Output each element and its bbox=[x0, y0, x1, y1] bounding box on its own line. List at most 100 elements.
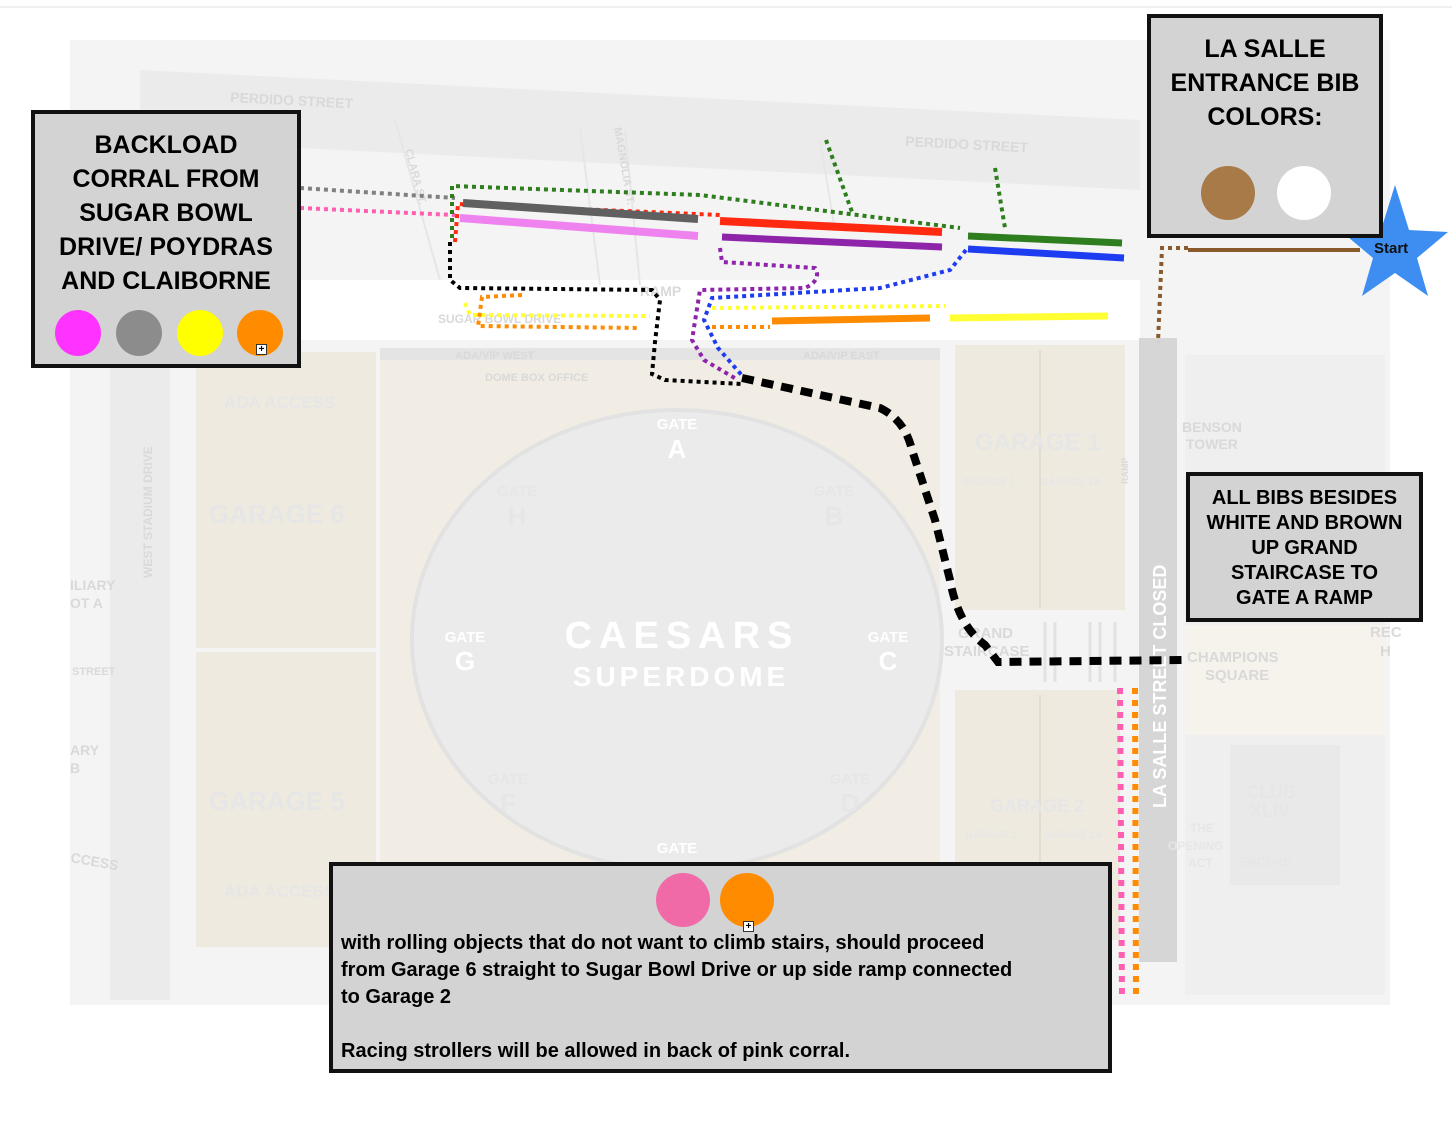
gate-b-word: GATE bbox=[814, 483, 855, 500]
garage-6-block bbox=[196, 352, 376, 648]
lasalle-line-3: COLORS: bbox=[1207, 103, 1323, 131]
route-pink-dotted-lasalle bbox=[1117, 687, 1125, 999]
ramp-label-right: RAMP bbox=[1120, 458, 1130, 485]
rolling-line-5: Racing strollers will be allowed in back… bbox=[341, 1040, 851, 1062]
perdido-street-road bbox=[140, 70, 1140, 190]
ramp-label-top: RAMP bbox=[640, 283, 681, 299]
allbibs-line-3: UP GRAND bbox=[1251, 537, 1358, 559]
route-black-dashed bbox=[741, 374, 1183, 667]
champions-square-label-2: SQUARE bbox=[1205, 667, 1269, 684]
gate-d-letter: D bbox=[841, 788, 860, 818]
superdome-logo-text: SUPERDOME bbox=[573, 661, 789, 692]
expand-icon-rolling[interactable]: + bbox=[743, 921, 754, 932]
gate-bottom-word: GATE bbox=[657, 840, 698, 857]
ada-access-top-label: ADA ACCESS bbox=[224, 393, 335, 412]
gate-h-letter: H bbox=[508, 501, 527, 531]
start-star-icon bbox=[1342, 185, 1448, 296]
corral-yellow-solid bbox=[949, 312, 1109, 322]
rolling-line-3: to Garage 2 bbox=[341, 986, 452, 1008]
club-xliv-label-2: XLIV bbox=[1250, 801, 1290, 821]
benson-tower-label-1: BENSON bbox=[1182, 419, 1242, 435]
garage-1-label: GARAGE 1 bbox=[975, 429, 1100, 456]
gate-f-letter: F bbox=[500, 788, 516, 818]
corral-red-solid bbox=[719, 217, 943, 236]
bib-dot-gray bbox=[116, 310, 162, 356]
rolling-objects-box: + with rolling objects that do not want … bbox=[329, 862, 1112, 1073]
auxiliary-lot-label-1: ILIARY bbox=[70, 577, 116, 593]
route-orange-dotted-lasalle bbox=[1132, 687, 1139, 999]
bib-dot-orange-rolling bbox=[720, 873, 774, 927]
all-bibs-box: ALL BIBS BESIDES WHITE AND BROWN UP GRAN… bbox=[1186, 472, 1423, 622]
ada-access-bottom-label: ADA ACCESS bbox=[224, 882, 335, 901]
backload-line-1: BACKLOAD bbox=[94, 131, 238, 159]
perdido-street-label-right: PERDIDO STREET bbox=[905, 133, 1029, 155]
rec-label: REC bbox=[1370, 624, 1402, 641]
bib-dot-yellow bbox=[177, 310, 223, 356]
garage-1a-label: GARAGE 1A bbox=[1041, 477, 1100, 488]
route-yellow-dotted-2 bbox=[711, 304, 946, 310]
backload-line-2: CORRAL FROM bbox=[72, 165, 260, 193]
start-label: Start bbox=[1374, 240, 1409, 257]
encore-label: ENCORE bbox=[1240, 855, 1291, 869]
allbibs-line-4: STAIRCASE TO bbox=[1230, 562, 1379, 584]
expand-icon[interactable]: + bbox=[256, 344, 267, 355]
bib-dot-pink-rolling bbox=[656, 873, 710, 927]
champions-square-label-1: CHAMPIONS bbox=[1187, 649, 1279, 666]
dome-box-office-label: DOME BOX OFFICE bbox=[485, 372, 588, 384]
route-blue-dotted bbox=[701, 248, 968, 382]
bib-dot-white bbox=[1277, 166, 1331, 220]
opening-act-label-3: ACT bbox=[1188, 856, 1213, 870]
garage-6-label: GARAGE 6 bbox=[209, 499, 345, 529]
la-salle-street-closed-band bbox=[1139, 338, 1177, 962]
perdido-street-label-left: PERDIDO STREET bbox=[230, 89, 354, 111]
route-purple-dotted bbox=[689, 247, 819, 382]
route-green-dotted bbox=[450, 183, 961, 238]
gate-a-word: GATE bbox=[657, 416, 698, 433]
gate-c-word: GATE bbox=[868, 629, 909, 646]
rolling-line-1: with rolling objects that do not want to… bbox=[341, 932, 985, 954]
street-label-left: STREET bbox=[72, 666, 116, 678]
ada-vip-east-label: ADA/VIP EAST bbox=[803, 350, 880, 362]
corral-violet-solid bbox=[459, 214, 699, 240]
rolling-line-4 bbox=[341, 1011, 1106, 1038]
route-black-dotted bbox=[448, 242, 743, 386]
garage-1-sub-label: GARAGE 1 bbox=[963, 477, 1016, 488]
auxiliary-lot-b-label-1: ARY bbox=[70, 742, 100, 758]
route-gray-dotted bbox=[299, 186, 456, 200]
west-stadium-drive-label: WEST STADIUM DRIVE bbox=[141, 446, 155, 578]
corral-gray-solid bbox=[462, 199, 699, 223]
corral-blue-solid bbox=[967, 245, 1125, 262]
backload-line-4: DRIVE/ POYDRAS bbox=[59, 233, 273, 261]
gate-g-word: GATE bbox=[445, 629, 486, 646]
lasalle-entrance-box: LA SALLE ENTRANCE BIB COLORS: bbox=[1147, 14, 1383, 238]
backload-line-3: SUGAR BOWL bbox=[79, 199, 253, 227]
sugar-bowl-road bbox=[170, 280, 1140, 340]
corral-orange-solid bbox=[771, 314, 931, 325]
garage-2a-label: GARAGE 2A bbox=[1043, 830, 1102, 841]
corral-green-solid bbox=[967, 232, 1123, 247]
grand-staircase-label-2: STAIRCASE bbox=[944, 643, 1030, 660]
ada-vip-west-label: ADA/VIP WEST bbox=[455, 350, 535, 362]
rolling-line-2: from Garage 6 straight to Sugar Bowl Dri… bbox=[341, 959, 1013, 981]
garage-2-label: GARAGE 2 bbox=[990, 796, 1084, 816]
caesars-logo-text: CAESARS bbox=[565, 615, 800, 657]
corral-purple-solid bbox=[721, 233, 943, 251]
benson-tower-label-2: TOWER bbox=[1186, 436, 1238, 452]
garage-2-sub-label: GARAGE 2 bbox=[965, 830, 1018, 841]
route-brown-dotted bbox=[1156, 246, 1188, 343]
club-xliv-label-1: CLUB bbox=[1246, 782, 1296, 802]
gate-f-word: GATE bbox=[488, 771, 529, 788]
la-salle-street-closed-label: LA SALLE STREET CLOSED bbox=[1150, 565, 1170, 808]
gate-a-letter: A bbox=[668, 434, 687, 464]
auxiliary-lot-b-label-2: B bbox=[70, 760, 80, 776]
auxiliary-lot-label-2: OT A bbox=[70, 595, 103, 611]
gate-g-letter: G bbox=[455, 646, 475, 676]
gate-h-word: GATE bbox=[497, 483, 538, 500]
allbibs-line-5: GATE A RAMP bbox=[1235, 587, 1374, 609]
opening-act-label-1: THE bbox=[1190, 821, 1214, 835]
rec-h-label: H bbox=[1380, 643, 1391, 660]
allbibs-line-2: WHITE AND BROWN bbox=[1206, 512, 1403, 534]
bib-dot-pink bbox=[55, 310, 101, 356]
gate-b-letter: B bbox=[825, 501, 844, 531]
gate-d-word: GATE bbox=[830, 771, 871, 788]
